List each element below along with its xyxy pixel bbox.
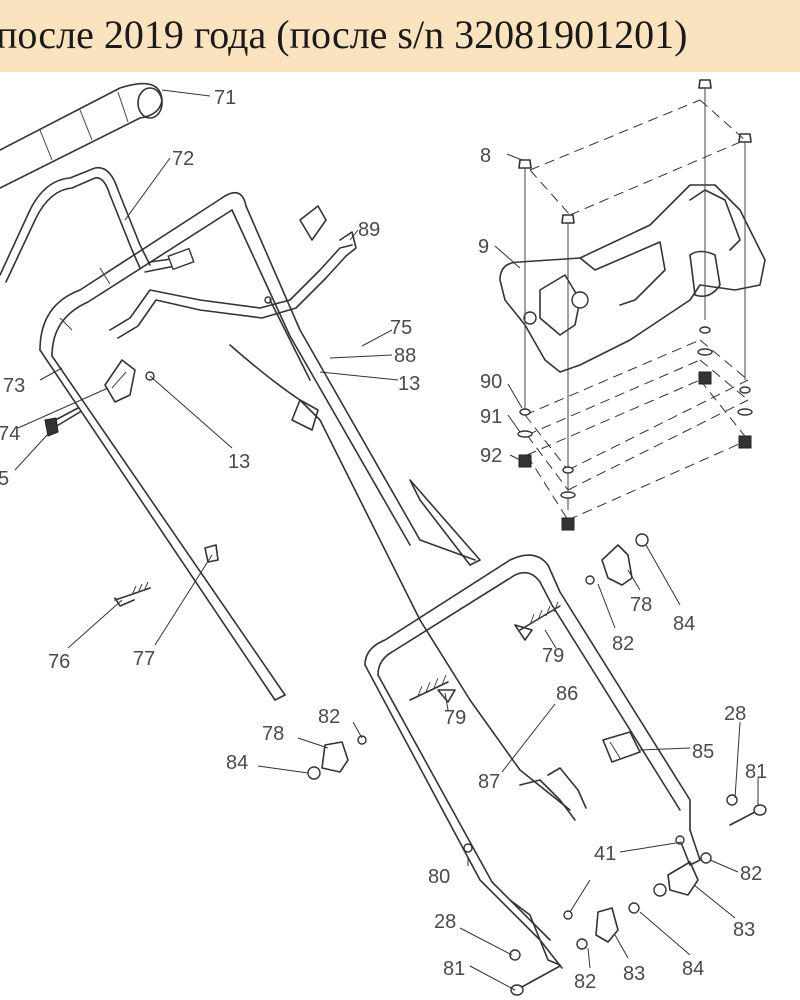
part-9-handle-bracket [499,184,766,373]
part-71-grip [0,82,163,189]
label-72: 72 [172,148,194,170]
label-8: 8 [480,145,491,167]
label-84-left: 84 [226,752,248,774]
label-92: 92 [480,445,502,467]
label-82-right: 82 [612,633,634,655]
label-13-right: 13 [398,373,420,395]
label-73: 73 [3,375,25,397]
part-72-upper-handle [0,166,195,283]
label-81-left: 81 [443,958,465,980]
label-9: 9 [478,236,489,258]
cable-upper [229,299,571,811]
label-85: 85 [692,741,714,763]
part-85-block [602,731,641,763]
label-79-right: 79 [542,645,564,667]
label-90: 90 [480,371,502,393]
label-86: 86 [556,683,578,705]
label-83-right: 83 [733,919,755,941]
label-76: 76 [48,651,70,673]
label-74: 74 [0,423,20,445]
explode-lines [524,99,749,521]
exploded-parts-diagram: 71 72 89 73 74 5 13 75 88 13 76 77 8 9 9… [0,79,767,996]
label-84-bottom: 84 [682,958,704,980]
part-89-bracket [109,205,357,339]
label-91: 91 [480,406,502,428]
label-41: 41 [594,843,616,865]
part-80-lower-handle [364,554,701,969]
label-88: 88 [394,345,416,367]
label-87: 87 [478,771,500,793]
label-78-left: 78 [262,723,284,745]
label-82-bottom: 82 [574,971,596,993]
label-82-lower-right: 82 [740,863,762,885]
label-28-left: 28 [434,911,456,933]
label-13-left: 13 [228,451,250,473]
title-banner: после 2019 года (после s/n 32081901201) [0,0,800,72]
upper-handle-tube [39,191,481,701]
label-77: 77 [133,648,155,670]
part-90-91-92-hardware [517,326,753,531]
leader-lines [14,89,759,991]
part-8-bolts [518,79,752,510]
banner-title: после 2019 года (после s/n 32081901201) [0,12,688,57]
label-28-right: 28 [724,703,746,725]
label-71: 71 [214,87,236,109]
label-78-right: 78 [630,594,652,616]
part-86-87-cable-ends [519,767,587,821]
label-83-bottom: 83 [623,963,645,985]
label-89: 89 [358,219,380,241]
part-79-bolts [409,601,561,703]
label-81-right: 81 [745,761,767,783]
label-84-right: 84 [673,613,695,635]
part-81-28-41-hardware [509,794,767,996]
part-78-knobs [307,533,649,780]
label-79-left: 79 [444,707,466,729]
label-82-left: 82 [318,706,340,728]
label-75: 75 [390,317,412,339]
callout-labels: 71 72 89 73 74 5 13 75 88 13 76 77 8 9 9… [0,87,767,993]
label-5: 5 [0,468,9,490]
label-80: 80 [428,866,450,888]
part-76-77-clip [114,544,219,607]
